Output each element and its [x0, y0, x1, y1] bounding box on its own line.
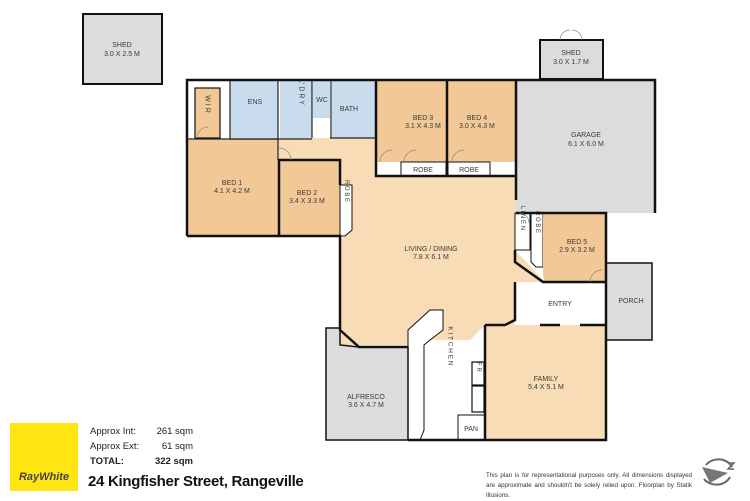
room-name: PORCH — [618, 298, 643, 305]
room-name: L I N E N — [519, 206, 525, 230]
room-name: BED 4 — [467, 115, 487, 122]
room-name: SHED — [112, 42, 131, 49]
room-bath: BATH — [332, 80, 376, 138]
room-name: W I R — [204, 95, 211, 113]
room-bed3: BED 3 3.1 X 4.3 M ROBE — [376, 80, 447, 177]
room-name: FAMILY — [534, 376, 559, 383]
room-name: BATH — [340, 106, 358, 113]
shed-left: SHED 3.0 X 2.5 M — [82, 13, 163, 85]
brand-name: RayWhite — [18, 471, 70, 483]
room-porch: PORCH — [605, 262, 653, 341]
room-garage: GARAGE 6.1 X 6.0 M — [516, 80, 655, 213]
room-name: ENS — [248, 99, 263, 106]
total-label: TOTAL: — [90, 456, 124, 467]
raywhite-logo: RayWhite — [10, 423, 78, 491]
room-size: 3.0 X 4.3 M — [459, 123, 495, 130]
room-name: BED 1 — [222, 180, 242, 187]
room-size: 4.1 X 4.2 M — [214, 188, 250, 195]
room-laundry: L' D R Y — [280, 79, 312, 138]
room-size: 3.6 X 4.7 M — [348, 402, 384, 409]
room-name: ALFRESCO — [347, 394, 385, 401]
room-name: K I T C H E N — [447, 326, 454, 365]
room-name: BED 2 — [297, 190, 317, 197]
room-bed4: BED 4 3.0 X 4.3 M ROBE — [447, 80, 516, 177]
room-living: LIVING / DINING 7.8 X 6.1 M — [404, 246, 457, 261]
room-bed2: BED 2 3.4 X 3.3 M R O B E — [279, 160, 353, 237]
room-kitchen: K I T C H E N F R PAN — [407, 309, 486, 441]
room-size: 2.9 X 3.2 M — [559, 247, 595, 254]
room-size: 6.1 X 6.0 M — [568, 141, 604, 148]
room-name: BED 5 — [567, 239, 587, 246]
room-wir: W I R — [194, 87, 221, 139]
room-bed5: L I N E N R O B E BED 5 2.9 X 3.2 M — [514, 206, 606, 282]
room-name: PAN — [464, 426, 478, 433]
room-size: 3.0 X 1.7 M — [553, 59, 589, 66]
ext-value: 61 sqm — [161, 441, 193, 452]
room-name: SHED — [561, 50, 580, 57]
ext-label: Approx Ext: — [90, 441, 140, 452]
room-name: LIVING / DINING — [404, 246, 457, 253]
room-name: ROBE — [413, 167, 433, 174]
room-size: 3.4 X 3.3 M — [289, 198, 325, 205]
room-ens: ENS — [230, 80, 278, 138]
int-value: 261 sqm — [156, 426, 193, 437]
disclaimer: This plan is for representational purpos… — [486, 472, 692, 499]
room-wc: WC — [313, 80, 330, 118]
living-dining-area — [278, 138, 545, 440]
room-name: ENTRY — [548, 301, 572, 308]
room-name: R O B E — [343, 180, 349, 202]
room-size: 7.8 X 6.1 M — [413, 254, 449, 261]
int-label: Approx Int: — [90, 426, 136, 437]
room-name: F R — [475, 362, 481, 372]
room-entry: ENTRY — [548, 301, 572, 308]
shed-right: SHED 3.0 X 1.7 M — [539, 29, 604, 80]
room-size: 3.1 X 4.3 M — [405, 123, 441, 130]
total-value: 322 sqm — [154, 456, 193, 467]
north-arrow-icon — [702, 458, 736, 486]
room-name: GARAGE — [571, 132, 601, 139]
room-size: 5.4 X 5.1 M — [528, 384, 564, 391]
room-name: WC — [316, 97, 328, 104]
room-name: R O B E — [534, 211, 540, 233]
room-size: 3.0 X 2.5 M — [104, 51, 140, 58]
walls — [185, 78, 657, 442]
room-name: BED 3 — [413, 115, 433, 122]
area-summary: Approx Int: 261 sqm Approx Ext: 61 sqm TOT… — [90, 424, 193, 469]
room-family: FAMILY 5.4 X 5.1 M — [485, 325, 606, 440]
room-name: ROBE — [459, 167, 479, 174]
room-name: L' D R Y — [298, 79, 305, 105]
address: 24 Kingfisher Street, Rangeville — [88, 473, 304, 490]
room-bed1: BED 1 4.1 X 4.2 M — [187, 139, 278, 236]
